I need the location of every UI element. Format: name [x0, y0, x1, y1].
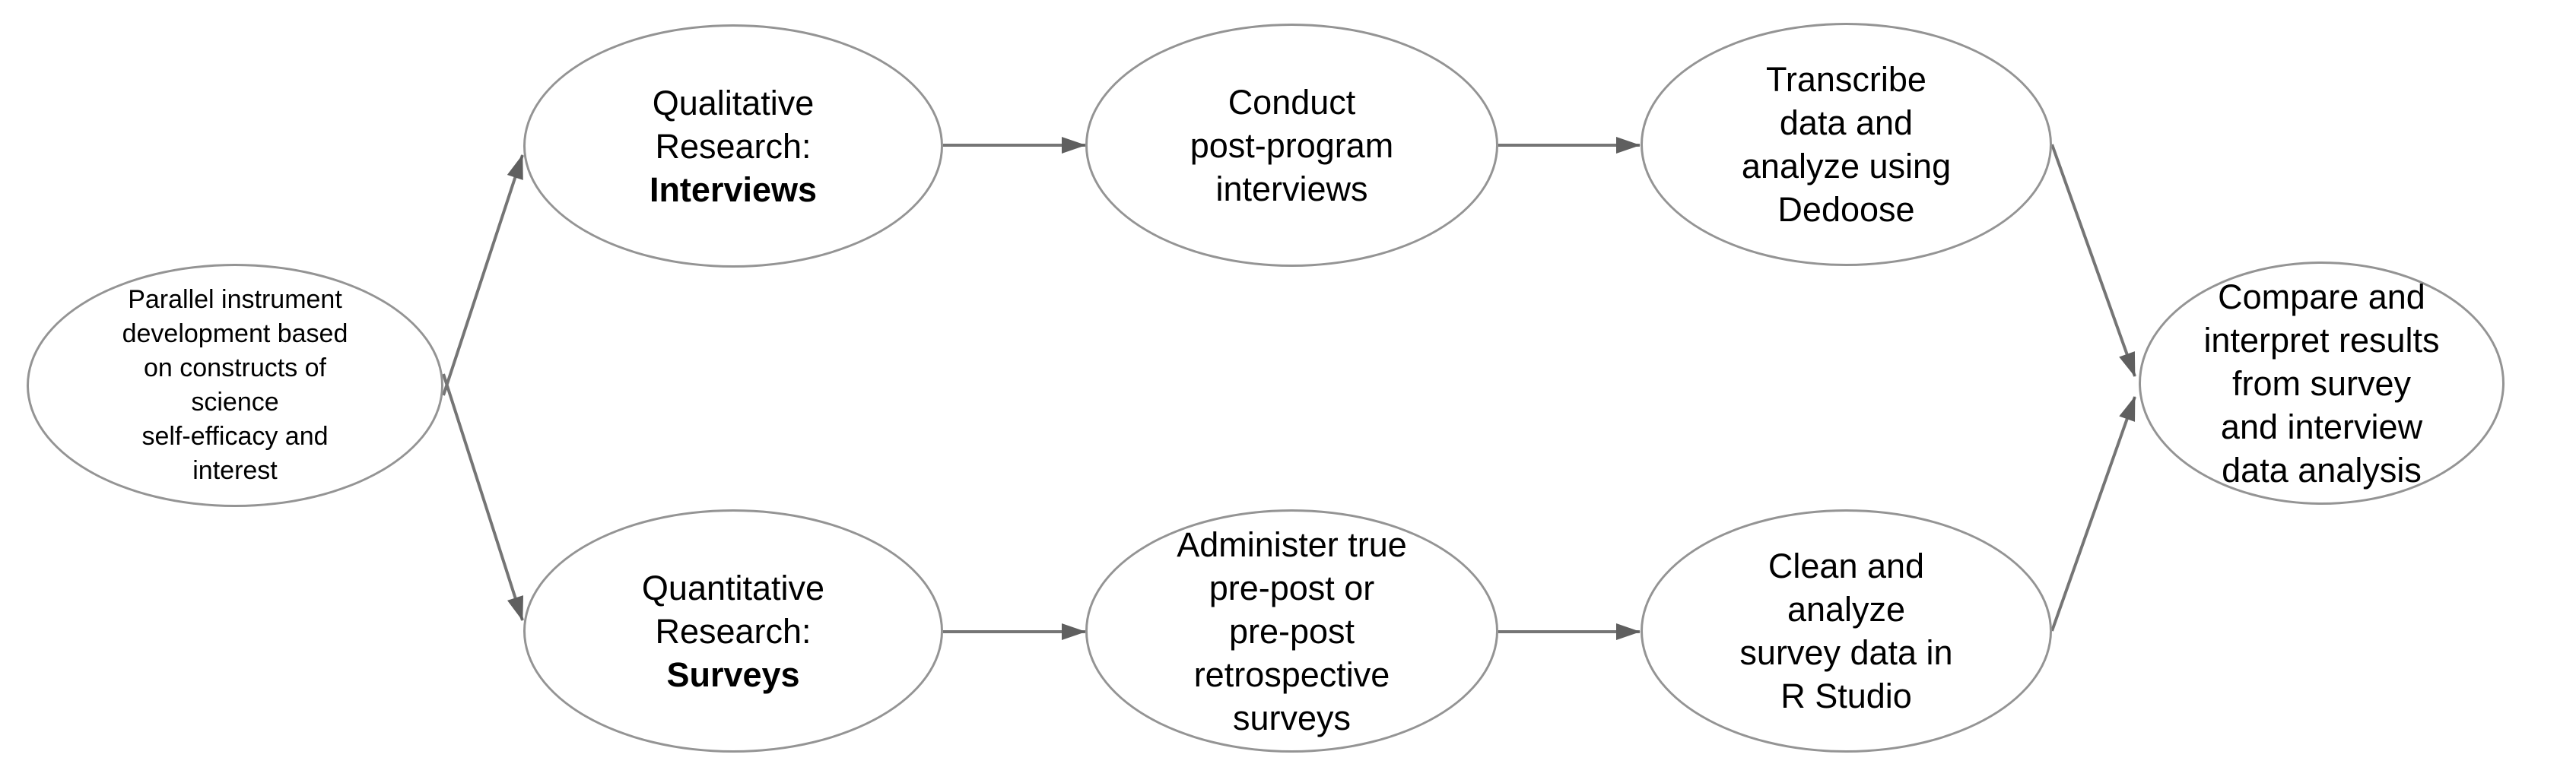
node-label-line: analyze	[1787, 590, 1906, 629]
node-label-line: pre-post	[1228, 611, 1355, 651]
node-quantitative-surveys: Quantitative Research: Surveys	[523, 509, 943, 753]
node-label-line: surveys	[1232, 698, 1352, 737]
flow-arrow-from-transcribe	[2050, 144, 2136, 377]
node-label-line: Quantitative	[641, 568, 825, 607]
node-label-line: interest	[192, 456, 278, 485]
flow-arrow-to-quantitative	[442, 373, 524, 621]
node-label-line: survey data in	[1739, 633, 1953, 672]
node-transcribe-dedoose: Transcribe data and analyze using Dedoos…	[1641, 23, 2052, 266]
node-label-line: data and	[1779, 103, 1914, 142]
node-compare-interpret: Compare and interpret results from surve…	[2139, 262, 2505, 505]
node-qualitative-interviews: Qualitative Research: Interviews	[523, 24, 943, 268]
node-label-line: R Studio	[1780, 677, 1912, 715]
node-label-line: Research:	[655, 611, 812, 651]
node-label-line: on constructs of	[143, 353, 326, 382]
flow-arrow-from-clean	[2050, 396, 2136, 632]
node-clean-analyze-rstudio: Clean and analyze survey data in R Studi…	[1641, 509, 2052, 753]
node-administer-surveys: Administer true pre-post or pre-post ret…	[1085, 509, 1498, 753]
node-label-line: from survey	[2231, 363, 2412, 403]
node-label-line: and interview	[2220, 407, 2423, 446]
node-label-line: Surveys	[666, 655, 800, 694]
node-label-line: development based	[122, 319, 348, 348]
node-label-line: Transcribe	[1766, 60, 1926, 99]
node-label-line: Qualitative	[652, 83, 815, 122]
node-label-line: Conduct	[1228, 82, 1356, 122]
node-label-line: self-efficacy and	[141, 422, 329, 451]
node-label-line: Dedoose	[1777, 190, 1915, 229]
node-label-line: Compare and	[2218, 277, 2425, 316]
flow-arrow-to-qualitative	[442, 154, 524, 396]
node-label-line: retrospective	[1193, 655, 1390, 694]
node-instrument-development: Parallel instrument development based on…	[27, 264, 443, 507]
node-label-line: analyze using	[1741, 147, 1952, 185]
node-label-line: science	[191, 388, 279, 417]
node-label-line: interpret results	[2203, 320, 2440, 360]
node-label-line: pre-post or	[1209, 568, 1375, 607]
node-label-line: post-program	[1190, 125, 1394, 165]
node-label-line: Parallel instrument	[128, 285, 342, 314]
node-label-line: interviews	[1215, 169, 1368, 208]
node-label-line: Administer true	[1177, 525, 1407, 564]
connectors	[442, 137, 2136, 640]
node-label-line: Research:	[655, 126, 812, 166]
node-label-line: data analysis	[2222, 450, 2422, 490]
node-label-line: Interviews	[649, 170, 818, 209]
node-post-program-interviews: Conduct post-program interviews	[1085, 24, 1498, 267]
node-label-line: Clean and	[1768, 547, 1925, 585]
